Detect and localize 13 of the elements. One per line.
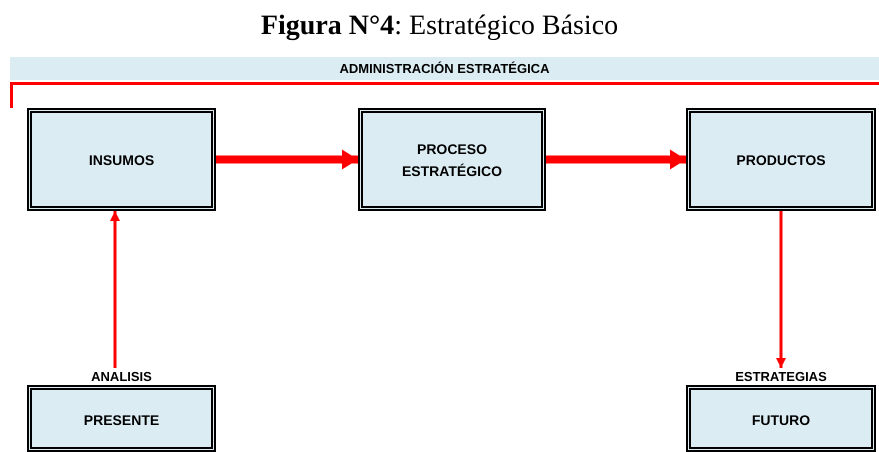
arrow [110, 211, 120, 368]
box-heading: ESTRATEGIAS [735, 368, 827, 385]
arrow [546, 150, 686, 170]
process-box: PRESENTE [27, 385, 216, 452]
box-heading: ANALISIS [91, 368, 152, 385]
title: Figura N°4: Estratégico Básico [260, 9, 618, 43]
process-box: PROCESO ESTRATÉGICO [358, 108, 546, 211]
process-box: PRODUCTOS [686, 108, 876, 211]
process-box: INSUMOS [27, 108, 216, 211]
header-band: ADMINISTRACIÓN ESTRATÉGICA [10, 57, 879, 80]
process-box: FUTURO [686, 385, 876, 452]
arrow [216, 150, 358, 170]
arrow [776, 211, 786, 368]
